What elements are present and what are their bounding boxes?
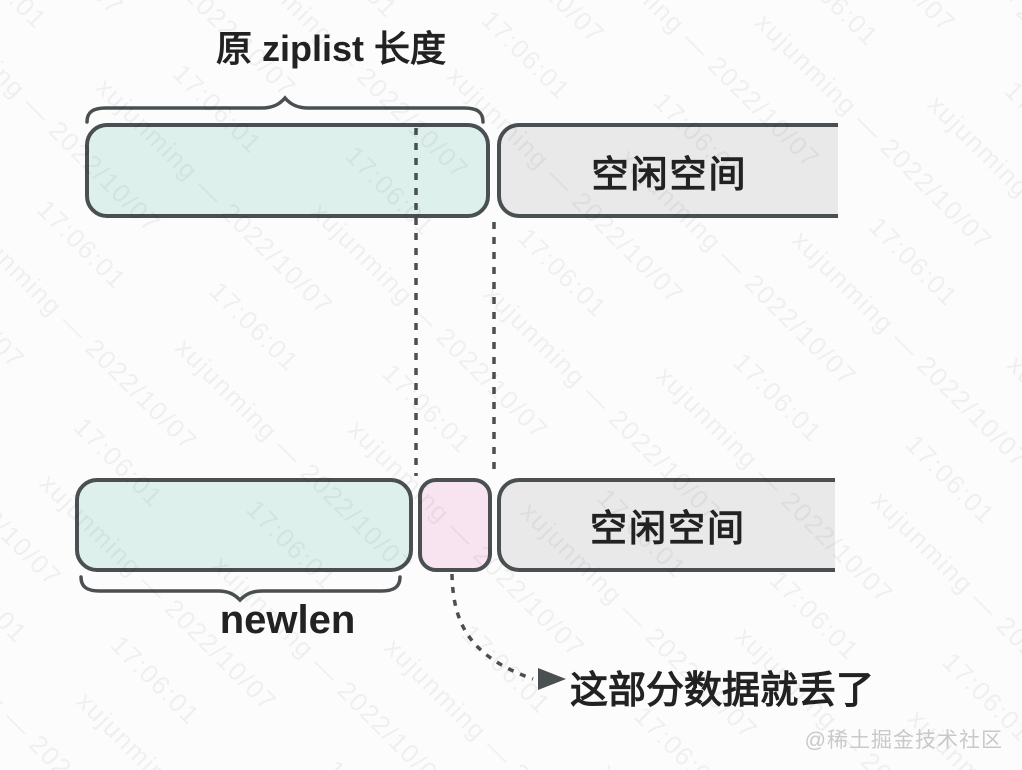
dashed-pointer-curve: [450, 573, 534, 681]
original-ziplist-length-title: 原 ziplist 长度: [215, 28, 446, 69]
watermark-text-row: 17:06:01 xujunming — 2022/10/07 17:06:01…: [58, 0, 1022, 770]
free-space-label-top: 空闲空间: [591, 153, 748, 195]
arrow-right-icon: [538, 668, 566, 690]
free-space-block-top: 空闲空间: [497, 123, 838, 218]
lost-data-block: [418, 478, 492, 572]
watermark-text-row: 17:06:01 xujunming — 2022/10/07 17:06:01…: [22, 0, 1022, 770]
free-space-block-bottom: 空闲空间: [497, 478, 835, 572]
newlen-label: newlen: [219, 598, 356, 642]
watermark-text-row: 17:06:01 xujunming — 2022/10/07 17:06:01…: [121, 0, 1022, 770]
top-brace: [85, 95, 485, 124]
free-space-label-bottom: 空闲空间: [590, 508, 746, 549]
community-credit-watermark: @稀土掘金技术社区: [804, 729, 1003, 752]
bottom-brace: [79, 575, 402, 603]
watermark-text-row: 17:06:01 xujunming — 2022/10/07 17:06:01…: [194, 0, 1022, 770]
newlen-block: [75, 478, 413, 572]
original-ziplist-block: [85, 123, 490, 218]
lost-data-label: 这部分数据就丢了: [570, 670, 875, 712]
